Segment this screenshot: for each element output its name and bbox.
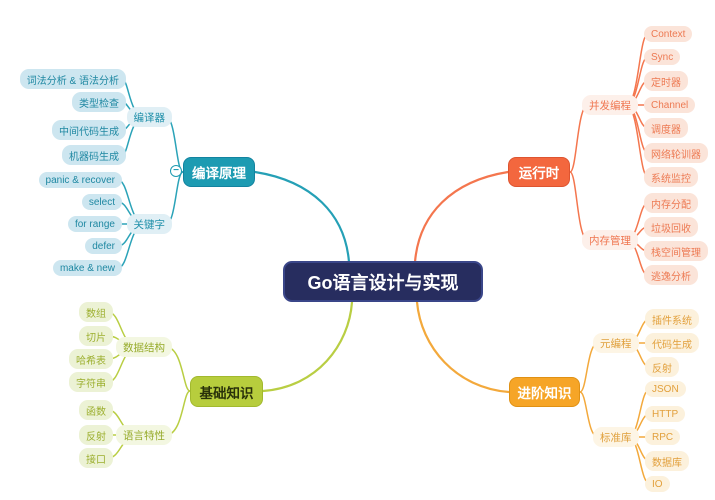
leaf-for-range[interactable]: for range — [67, 216, 122, 232]
leaf-database[interactable]: 数据库 — [645, 451, 689, 471]
leaf-defer[interactable]: defer — [85, 238, 122, 254]
leaf-machine-code-generation[interactable]: 机器码生成 — [62, 145, 126, 165]
group-concurrency[interactable]: 并发编程 — [582, 95, 638, 115]
branch-compile-principles[interactable]: 编译原理 — [183, 157, 255, 187]
leaf-garbage-collection[interactable]: 垃圾回收 — [644, 217, 698, 237]
group-keywords[interactable]: 关键字 — [126, 214, 172, 234]
leaf-sync[interactable]: Sync — [644, 49, 681, 65]
leaf-memory-allocation[interactable]: 内存分配 — [644, 193, 698, 213]
leaf-scheduler[interactable]: 调度器 — [644, 118, 688, 138]
leaf-context[interactable]: Context — [644, 26, 693, 42]
leaf-escape-analysis[interactable]: 逃逸分析 — [644, 265, 698, 285]
branch-runtime[interactable]: 运行时 — [508, 157, 570, 187]
leaf-array[interactable]: 数组 — [79, 302, 113, 322]
leaf-select[interactable]: select — [81, 194, 122, 210]
connector-root-advanced — [415, 300, 511, 394]
group-metaprogramming[interactable]: 元编程 — [593, 333, 639, 353]
leaf-http[interactable]: HTTP — [645, 406, 686, 422]
leaf-plugin-system[interactable]: 插件系统 — [645, 309, 699, 329]
leaf-stack-management[interactable]: 栈空间管理 — [644, 241, 708, 261]
group-data-structures[interactable]: 数据结构 — [116, 337, 172, 357]
group-language-features[interactable]: 语言特性 — [116, 425, 172, 445]
leaf-code-generation[interactable]: 代码生成 — [645, 333, 699, 353]
leaf-reflection-basic[interactable]: 反射 — [79, 425, 113, 445]
leaf-channel[interactable]: Channel — [644, 97, 696, 113]
collapse-minus-icon[interactable]: − — [170, 165, 182, 177]
leaf-reflection-advanced[interactable]: 反射 — [645, 357, 679, 377]
branch-advanced-knowledge[interactable]: 进阶知识 — [509, 377, 580, 407]
leaf-panic-recover[interactable]: panic & recover — [38, 172, 122, 188]
leaf-timer[interactable]: 定时器 — [644, 71, 688, 91]
leaf-interface[interactable]: 接口 — [79, 448, 113, 468]
branch-basic-knowledge[interactable]: 基础知识 — [190, 376, 263, 407]
leaf-network-poller[interactable]: 网络轮训器 — [644, 143, 708, 163]
leaf-lexical-syntax-analysis[interactable]: 词法分析 & 语法分析 — [19, 69, 126, 89]
connector-root-basics — [261, 300, 354, 393]
connector-root-compile — [253, 170, 351, 264]
leaf-ir-generation[interactable]: 中间代码生成 — [52, 120, 126, 140]
leaf-make-new[interactable]: make & new — [52, 260, 122, 276]
group-memory-management[interactable]: 内存管理 — [582, 230, 638, 250]
leaf-string[interactable]: 字符串 — [69, 372, 113, 392]
leaf-hash-table[interactable]: 哈希表 — [69, 349, 113, 369]
connector-root-runtime — [413, 170, 510, 264]
group-standard-library[interactable]: 标准库 — [593, 427, 639, 447]
leaf-type-check[interactable]: 类型检查 — [72, 92, 126, 112]
leaf-function[interactable]: 函数 — [79, 400, 113, 420]
root-node[interactable]: Go语言设计与实现 — [283, 261, 483, 302]
leaf-slice[interactable]: 切片 — [79, 326, 113, 346]
leaf-io[interactable]: IO — [645, 476, 670, 492]
leaf-json[interactable]: JSON — [645, 381, 686, 397]
group-compiler[interactable]: 编译器 — [126, 107, 172, 127]
leaf-system-monitor[interactable]: 系统监控 — [644, 167, 698, 187]
leaf-rpc[interactable]: RPC — [645, 429, 681, 445]
